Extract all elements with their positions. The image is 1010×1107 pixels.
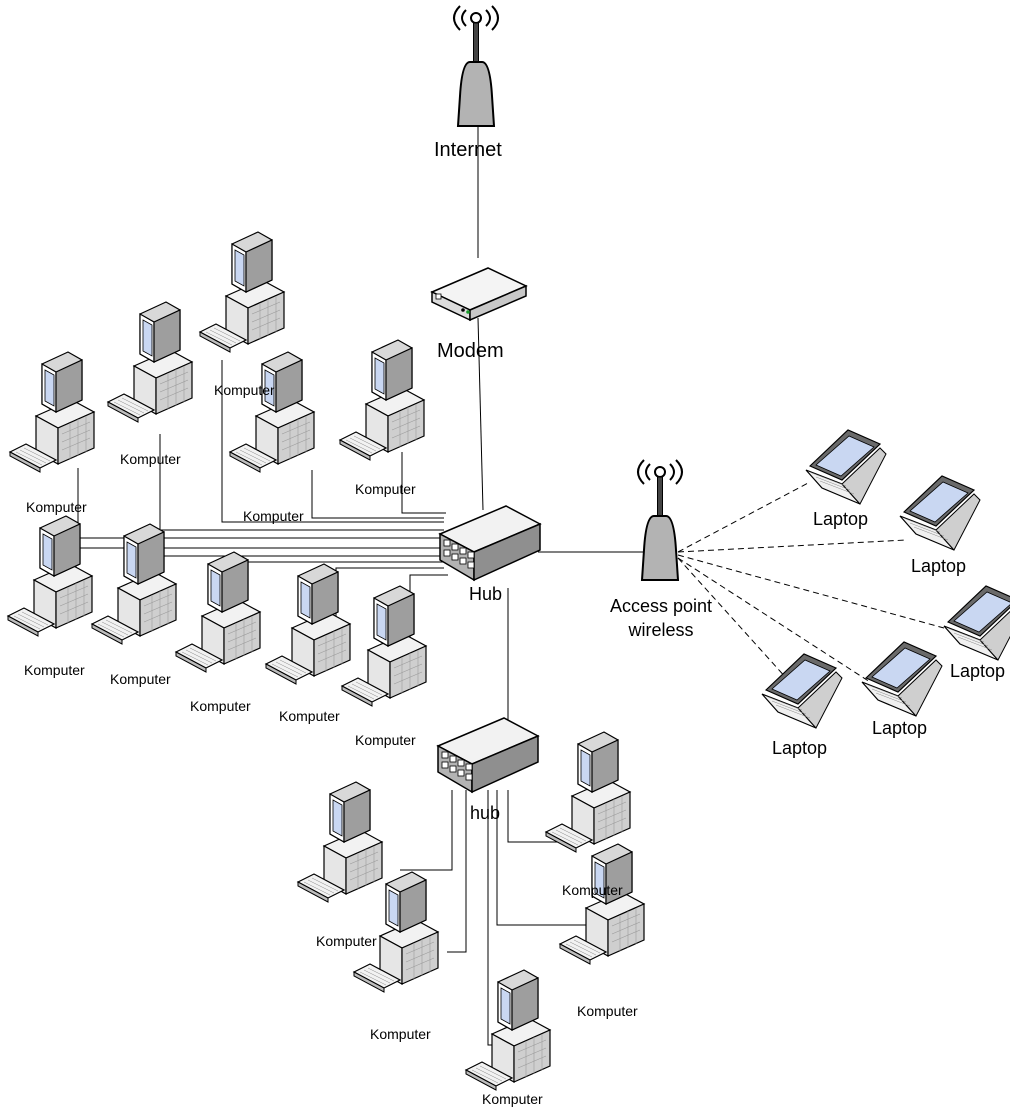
laptop-1-icon <box>805 429 887 505</box>
computer-8-label: Komputer <box>190 698 251 714</box>
modem-icon <box>431 267 527 321</box>
computer-7-icon <box>91 523 177 645</box>
internet-antenna-icon <box>453 5 499 127</box>
computer-8-icon <box>175 551 261 673</box>
main-hub-label: Hub <box>469 584 503 604</box>
computer-12-icon <box>353 871 439 993</box>
computer-7-label: Komputer <box>110 671 171 687</box>
computer-2-icon <box>107 301 193 423</box>
laptop-4-label: Laptop <box>872 718 928 738</box>
computer-11-label: Komputer <box>316 933 377 949</box>
computer-6-label: Komputer <box>24 662 85 678</box>
computer-5-label: Komputer <box>355 481 416 497</box>
computer-10-label: Komputer <box>355 732 416 748</box>
computer-4-label: Komputer <box>243 508 304 524</box>
computer-12-label: Komputer <box>370 1026 431 1042</box>
computer-13-icon <box>465 969 551 1091</box>
laptop-2-label: Laptop <box>911 556 967 576</box>
computer-15-label: Komputer <box>577 1003 638 1019</box>
main-hub-icon <box>439 505 541 581</box>
computer-6-icon <box>7 515 93 637</box>
computer-2-label: Komputer <box>120 451 181 467</box>
computer-14-label: Komputer <box>562 882 623 898</box>
computer-3-icon <box>199 231 285 353</box>
computer-15-icon <box>559 843 645 965</box>
access-point-label-line1: Access point <box>609 596 713 616</box>
computer-14-icon <box>545 731 631 853</box>
laptop-5-label: Laptop <box>772 738 828 758</box>
laptop-2-icon <box>899 475 981 551</box>
computer-3-label: Komputer <box>214 382 275 398</box>
access-point-antenna-icon <box>637 459 683 581</box>
computer-9-icon <box>265 563 351 685</box>
secondary-hub-icon <box>437 717 539 793</box>
internet-label: Internet <box>434 139 502 161</box>
laptop-3-icon <box>943 585 1010 661</box>
laptop-3-label: Laptop <box>950 661 1006 681</box>
computer-5-icon <box>339 339 425 461</box>
computer-13-label: Komputer <box>482 1091 543 1107</box>
computer-11-icon <box>297 781 383 903</box>
laptop-1-label: Laptop <box>813 509 869 529</box>
computer-4-icon <box>229 351 315 473</box>
modem-label: Modem <box>437 340 504 362</box>
computer-10-icon <box>341 585 427 707</box>
access-point-label-line2: wireless <box>628 620 694 640</box>
computer-1-icon <box>9 351 95 473</box>
laptop-4-icon <box>861 641 943 717</box>
wireless-links <box>677 481 945 683</box>
computer-1-label: Komputer <box>26 499 87 515</box>
computer-9-label: Komputer <box>279 708 340 724</box>
secondary-hub-label: hub <box>470 803 501 823</box>
